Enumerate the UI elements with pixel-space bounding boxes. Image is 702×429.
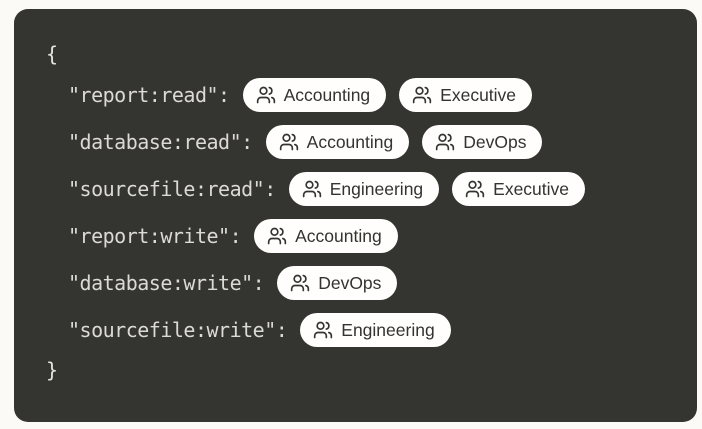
users-icon bbox=[314, 321, 333, 338]
users-icon bbox=[413, 86, 432, 103]
team-badge: Engineering bbox=[288, 171, 440, 206]
users-icon bbox=[436, 133, 455, 150]
team-badge: DevOps bbox=[277, 265, 398, 300]
permission-row: "database:read": Accounting DevOps bbox=[44, 118, 671, 165]
team-badge-label: Accounting bbox=[283, 84, 371, 105]
team-badge: Executive bbox=[452, 171, 586, 206]
team-badge-label: DevOps bbox=[463, 131, 527, 152]
permissions-code-panel: { "report:read": Accounting Executive "d… bbox=[14, 9, 697, 422]
team-badge: Accounting bbox=[242, 77, 387, 112]
users-icon bbox=[267, 227, 287, 244]
team-badge-label: Executive bbox=[440, 84, 517, 105]
permission-key: "report:read": bbox=[68, 82, 230, 107]
users-icon bbox=[302, 180, 321, 197]
users-icon bbox=[279, 133, 298, 150]
permission-row: "sourcefile:write": Engineering bbox=[44, 306, 671, 353]
users-icon bbox=[256, 86, 275, 103]
permission-key: "sourcefile:write": bbox=[68, 317, 288, 342]
team-badge-label: Executive bbox=[493, 178, 570, 199]
team-badge-label: Accounting bbox=[306, 131, 394, 152]
permission-key: "database:read": bbox=[68, 129, 253, 154]
team-badge: Engineering bbox=[300, 312, 451, 347]
open-brace: { bbox=[46, 42, 59, 66]
team-badge-label: DevOps bbox=[318, 272, 382, 293]
team-badge: DevOps bbox=[422, 124, 543, 159]
team-badge-label: Accounting bbox=[295, 225, 382, 246]
team-badge: Executive bbox=[399, 77, 533, 112]
team-badge: Accounting bbox=[254, 218, 398, 253]
team-badge: Accounting bbox=[265, 124, 410, 159]
permission-row: "sourcefile:read": Engineering Executive bbox=[44, 165, 671, 212]
permission-row: "database:write": DevOps bbox=[44, 259, 671, 306]
users-icon bbox=[291, 274, 310, 291]
users-icon bbox=[465, 180, 485, 197]
permission-row: "report:write": Accounting bbox=[44, 212, 671, 259]
permission-key: "report:write": bbox=[68, 223, 242, 248]
permission-key: "sourcefile:read": bbox=[68, 176, 276, 201]
team-badge-label: Engineering bbox=[329, 178, 424, 199]
close-brace: } bbox=[46, 358, 59, 382]
permission-key: "database:write": bbox=[68, 270, 265, 295]
permission-row: "report:read": Accounting Executive bbox=[44, 71, 671, 118]
team-badge-label: Engineering bbox=[341, 319, 435, 340]
